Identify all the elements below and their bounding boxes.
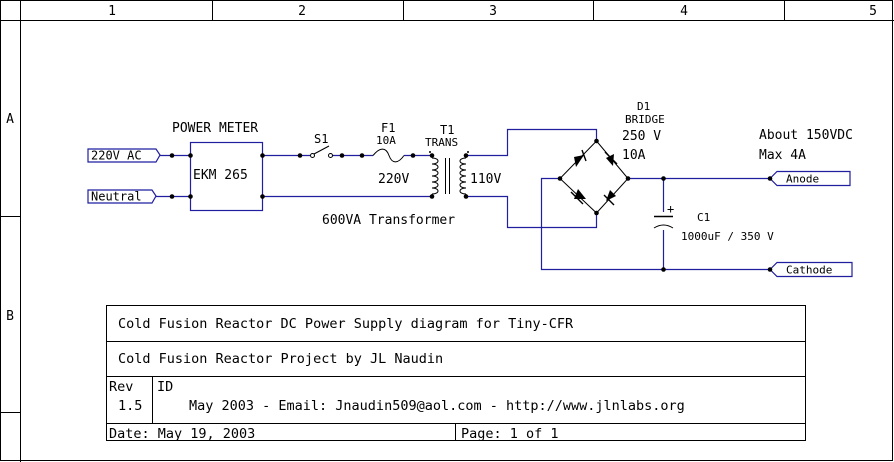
bridge-d1-label: D1: [637, 100, 650, 113]
transformer-primary-voltage: 220V: [378, 172, 409, 187]
frame-column-labels: 1 2 3 4 5: [108, 4, 877, 19]
capacitor-c1-label: C1: [697, 211, 710, 224]
column-label-4: 4: [680, 4, 688, 19]
title-block-title: Cold Fusion Reactor DC Power Supply diag…: [118, 316, 574, 332]
title-block-id-value: May 2003 - Email: Jnaudin509@aol.com - h…: [189, 398, 685, 414]
port-cathode-label: Cathode: [786, 264, 832, 277]
power-meter-model: EKM 265: [193, 168, 248, 183]
column-label-3: 3: [489, 4, 497, 19]
power-meter-box: EKM 265: [189, 141, 264, 212]
switch-s1-label: S1: [314, 132, 328, 146]
title-block-rev-label: Rev: [109, 379, 133, 395]
bridge-d1-type: BRIDGE: [625, 113, 665, 126]
port-neutral: Neutral: [87, 189, 157, 204]
wires: [156, 128, 770, 271]
column-label-5: 5: [869, 4, 877, 19]
fuse-f1-label: F1: [381, 121, 395, 135]
port-anode: Anode: [769, 170, 851, 187]
output-voltage-note: About 150VDC: [759, 128, 853, 143]
capacitor-c1-value: 1000uF / 350 V: [681, 230, 774, 243]
title-block-date: Date: May 19, 2003: [109, 426, 255, 442]
port-220v-ac-label: 220V AC: [91, 149, 142, 163]
title-block-project: Cold Fusion Reactor Project by JL Naudin: [118, 351, 443, 367]
junction-dots: [169, 138, 773, 272]
transformer-t1: T1 TRANS 220V 110V 600VA Transformer: [322, 123, 501, 228]
bridge-rectifier-d1: D1 BRIDGE 250 V 10A: [559, 100, 665, 214]
row-label-b: B: [6, 309, 14, 324]
title-block-id-label: ID: [157, 379, 173, 395]
column-label-1: 1: [108, 4, 116, 19]
row-label-a: A: [6, 112, 14, 127]
output-current-note: Max 4A: [759, 148, 806, 163]
title-block: Cold Fusion Reactor DC Power Supply diag…: [106, 305, 806, 442]
capacitor-c1: + C1 1000uF / 350 V: [653, 202, 774, 243]
port-anode-label: Anode: [786, 173, 819, 186]
port-220v-ac: 220V AC: [87, 148, 161, 163]
fuse-f1-rating: 10A: [376, 134, 396, 147]
title-block-rev-value: 1.5: [118, 398, 142, 414]
fuse-f1: F1 10A: [372, 121, 405, 163]
port-cathode: Cathode: [769, 261, 853, 278]
transformer-secondary-voltage: 110V: [470, 172, 501, 187]
column-label-2: 2: [298, 4, 306, 19]
transformer-power-rating: 600VA Transformer: [322, 213, 455, 228]
switch-s1: S1: [310, 132, 333, 158]
frame-row-labels: A B: [6, 112, 14, 324]
bridge-d1-voltage: 250 V: [622, 129, 661, 144]
title-block-page: Page: 1 of 1: [461, 426, 559, 442]
capacitor-c1-polarity: +: [667, 202, 674, 216]
power-meter-title: POWER METER: [172, 121, 258, 136]
transformer-t1-label: T1: [440, 123, 454, 137]
transformer-t1-type: TRANS: [425, 136, 458, 149]
port-neutral-label: Neutral: [91, 190, 142, 204]
bridge-d1-current: 10A: [622, 148, 646, 163]
